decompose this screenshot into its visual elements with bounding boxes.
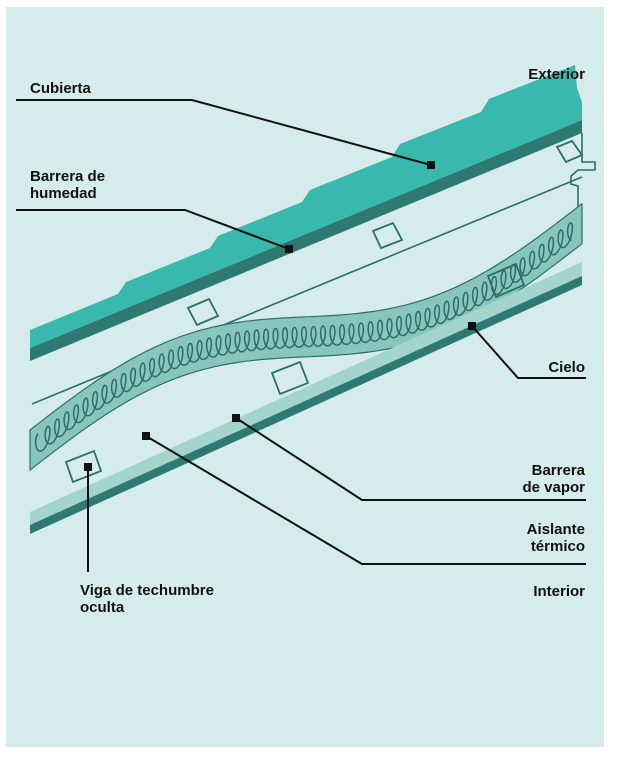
lower-rafter — [64, 449, 103, 484]
label-barrera-humedad: Barrera de humedad — [30, 168, 106, 202]
label-cubierta: Cubierta — [30, 80, 91, 97]
roof-covering — [30, 65, 582, 361]
label-exterior: Exterior — [528, 66, 585, 83]
leader-cubierta — [16, 99, 432, 166]
roof-deck-underside — [30, 120, 582, 361]
upper-rafters — [186, 139, 584, 327]
marker-aislante — [142, 432, 150, 440]
label-barrera-vapor: Barrera de vapor — [522, 462, 585, 496]
marker-cubierta — [427, 161, 435, 169]
marker-barrera-humedad — [285, 245, 293, 253]
leader-cielo — [471, 325, 586, 379]
lower-rafter — [270, 360, 310, 396]
leader-aislante — [145, 435, 586, 565]
marker-cielo — [468, 322, 476, 330]
label-interior: Interior — [533, 583, 585, 600]
marker-viga — [84, 463, 92, 471]
leader-markers — [84, 161, 476, 471]
leader-barrera-vapor — [235, 417, 586, 501]
marker-barrera-vapor — [232, 414, 240, 422]
upper-rafter — [371, 221, 404, 250]
insulation-coils — [34, 222, 574, 452]
label-viga: Viga de techumbre oculta — [80, 582, 214, 616]
ceiling-underside — [30, 276, 582, 534]
ceiling — [30, 262, 582, 534]
label-cielo: Cielo — [548, 359, 585, 376]
wall-edge — [570, 133, 596, 230]
upper-rafter — [186, 297, 220, 327]
thermal-insulation — [29, 202, 583, 472]
lower-rafters — [64, 262, 526, 484]
leader-barrera-humedad — [16, 209, 290, 250]
leader-lines — [16, 99, 586, 572]
ceiling-board — [30, 262, 582, 525]
roof-shingles — [30, 65, 582, 348]
upper-rafter — [555, 139, 584, 164]
label-aislante: Aislante térmico — [526, 521, 585, 555]
lower-rafter — [486, 262, 526, 299]
